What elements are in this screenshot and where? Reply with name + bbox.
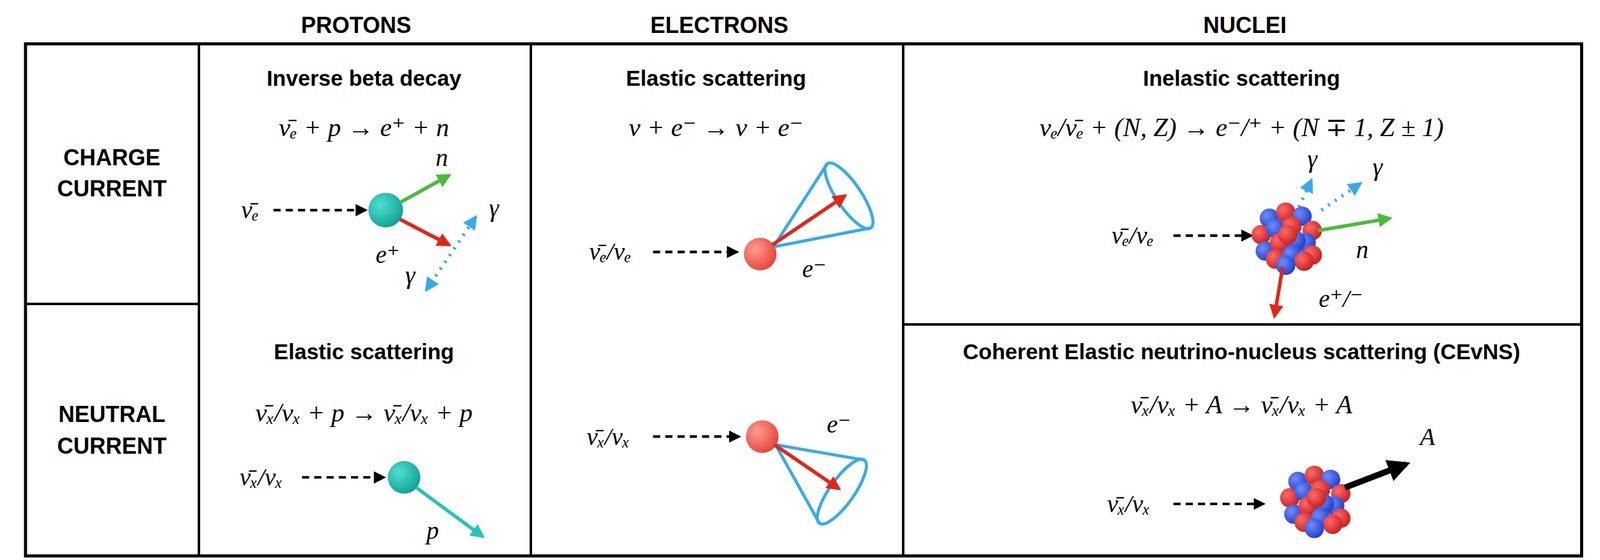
cone-rim: [817, 156, 881, 235]
reaction-equation: ν̄ₓ/νₓ + p → ν̄ₓ/νₓ + p: [255, 397, 473, 428]
electron-track: [772, 195, 846, 245]
proton-track: [416, 487, 483, 537]
particle-label: p: [426, 516, 439, 546]
nucleon: [1304, 519, 1325, 539]
row-header-cell: CHARGE CURRENT: [25, 44, 199, 305]
electron: [744, 237, 778, 271]
particle-label: ν̄ₑ/νₑ: [589, 237, 632, 267]
particle-label: e⁺/⁻: [1318, 284, 1363, 314]
neutrino-track: [653, 250, 738, 253]
gamma-track: [426, 217, 476, 291]
cone-edge: [773, 163, 828, 247]
reaction-equation: νₑ/ν̄ₑ + (N, Z) → e⁻/⁺ + (N ∓ 1, Z ± 1): [1039, 112, 1444, 143]
interaction-cell: Coherent Elastic neutrino-nucleus scatte…: [903, 324, 1582, 557]
interaction-cell: Inelastic scattering νₑ/ν̄ₑ + (N, Z) → e⁻…: [903, 44, 1582, 325]
process-title: Elastic scattering: [625, 65, 807, 91]
nucleon: [1306, 487, 1326, 508]
particle-label: n: [435, 143, 449, 173]
electron-track: [774, 445, 839, 490]
nucleon: [1278, 225, 1298, 245]
particle-label: ν̄ₓ/νₓ: [239, 463, 283, 492]
process-title: Elastic scattering: [274, 339, 455, 365]
reaction-equation: ν + e⁻ → ν + e⁻: [629, 112, 804, 143]
particle-label: ν̄ₑ: [241, 195, 259, 225]
process-title: Coherent Elastic neutrino-nucleus scatte…: [962, 339, 1521, 365]
process-title: Inverse beta decay: [266, 65, 462, 91]
gamma-track: [1321, 183, 1361, 211]
particle-label: ν̄ₑ/νₑ: [1111, 221, 1154, 250]
proton: [368, 192, 404, 228]
positron-track: [400, 219, 450, 245]
row-header: NEUTRAL CURRENT: [39, 399, 186, 462]
table-frame: [25, 44, 1582, 557]
gamma-track: [1299, 180, 1312, 207]
row-header-cell: NEUTRAL CURRENT: [25, 303, 199, 557]
neutrino-track: [653, 435, 740, 438]
particle-label: n: [1356, 235, 1369, 265]
particle-label: ν̄ₓ/νₓ: [1107, 489, 1150, 519]
column-header: ELECTRONS: [650, 12, 789, 38]
cone-rim: [809, 453, 874, 531]
column-header: NUCLEI: [1203, 12, 1287, 38]
particle-label: A: [1419, 422, 1435, 452]
neutrino-track: [302, 476, 384, 479]
reaction-equation: ν̄ₑ + p → e⁺ + n: [278, 112, 449, 143]
column-header: PROTONS: [300, 12, 411, 38]
particle-label: γ: [1307, 144, 1318, 174]
neutrino-track: [1173, 234, 1252, 237]
cone-edge: [773, 228, 871, 247]
lepton-track: [1274, 267, 1283, 317]
particle-label: e⁻: [802, 254, 827, 284]
interaction-cell: Elastic scattering ν + e⁻ → ν + e⁻: [530, 44, 904, 558]
particle-label: e⁻: [826, 410, 851, 439]
particle-label: γ: [489, 193, 500, 223]
neutron-track: [1318, 218, 1390, 231]
particle-label: γ: [405, 261, 416, 290]
reaction-equation: ν̄ₓ/νₓ + A → ν̄ₓ/νₓ + A: [1130, 389, 1352, 420]
nucleon: [1322, 514, 1343, 534]
cone-edge: [775, 445, 820, 524]
particle-label: e⁺: [375, 240, 400, 270]
recoil-track: [1345, 464, 1407, 488]
row-header: CHARGE CURRENT: [39, 141, 186, 205]
electron: [745, 420, 779, 454]
nucleon: [1294, 251, 1314, 272]
neutron-track: [400, 175, 449, 203]
nucleon: [1276, 255, 1296, 275]
process-title: Inelastic scattering: [1143, 65, 1341, 91]
particle-label: ν̄ₓ/νₓ: [586, 422, 630, 452]
neutrino-track: [1173, 502, 1264, 506]
neutrino-track: [273, 208, 366, 212]
particle-label: γ: [1372, 152, 1383, 182]
